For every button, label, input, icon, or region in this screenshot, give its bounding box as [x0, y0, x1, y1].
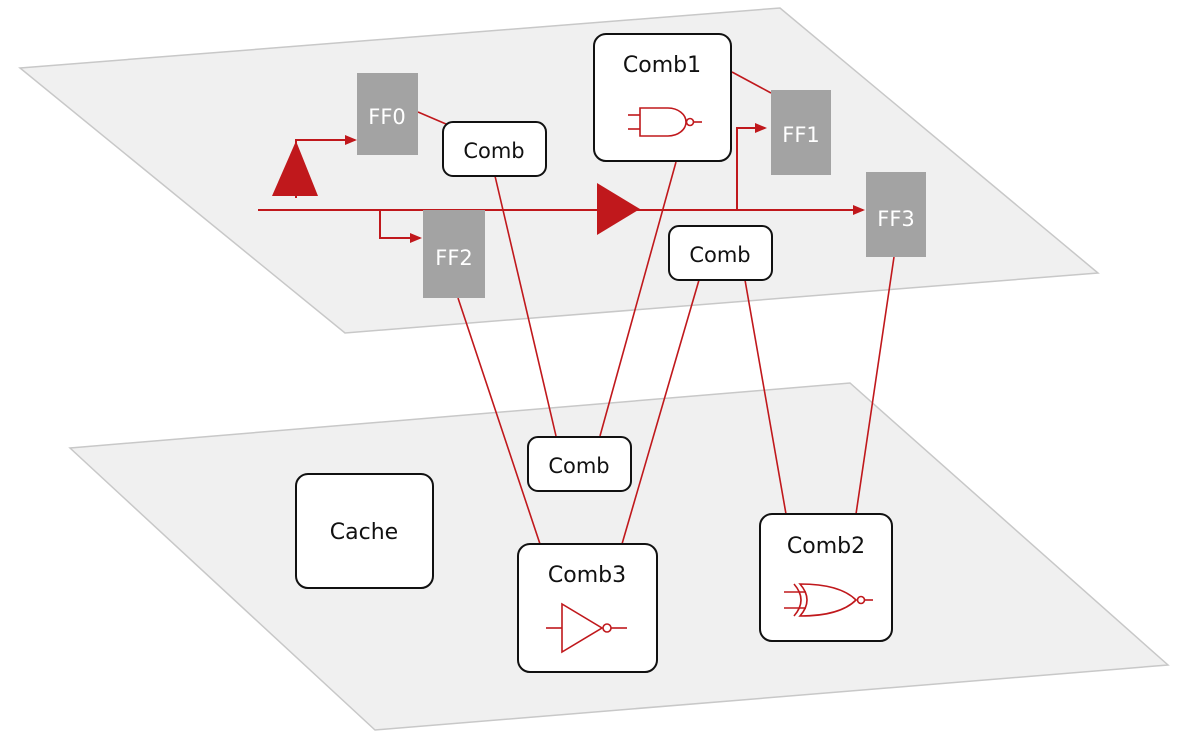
- clock-network: [258, 123, 865, 243]
- comb-label: Comb: [548, 454, 609, 478]
- flipflop-ff2: FF2: [423, 210, 485, 298]
- clock-buffer-icon: [597, 183, 640, 235]
- xnor-gate-icon: [784, 583, 873, 617]
- wire-comb-to-comb3: [621, 279, 700, 545]
- flipflop-label: FF0: [368, 105, 406, 129]
- comb-label: Comb: [463, 139, 524, 163]
- flipflop-label: FF1: [782, 123, 820, 147]
- flipflop-ff0: FF0: [357, 73, 418, 155]
- comb-block-top-left: Comb: [442, 121, 547, 177]
- nand-gate-icon: [628, 107, 702, 137]
- wire-ff3-to-comb2: [855, 256, 895, 515]
- wire-comb-to-bottom-comb: [494, 175, 557, 437]
- flipflop-label: FF3: [877, 207, 915, 231]
- cache-label: Cache: [330, 520, 398, 545]
- wire-comb-to-comb2: [744, 279, 787, 515]
- clock-branch-ff2: [379, 210, 422, 243]
- clock-branch-ff1: [736, 123, 767, 210]
- cache-block: Cache: [295, 473, 434, 589]
- wire-comb1-to-bottom-comb: [599, 161, 677, 437]
- comb-label: Comb: [689, 243, 750, 267]
- interconnect-wires: [417, 71, 895, 545]
- top-layer-plane: [18, 7, 1100, 334]
- comb-label: Comb3: [548, 563, 626, 588]
- clock-buffer-icon: [272, 141, 318, 196]
- comb-block-top-right: Comb: [668, 225, 773, 281]
- comb-block-comb3: Comb3: [517, 543, 658, 673]
- comb-label: Comb1: [623, 53, 701, 78]
- comb-label: Comb2: [787, 534, 865, 559]
- comb-block-comb2: Comb2: [759, 513, 893, 642]
- flipflop-ff3: FF3: [866, 172, 926, 257]
- not-gate-icon: [546, 602, 627, 654]
- flipflop-label: FF2: [435, 246, 473, 270]
- comb-block-comb1: Comb1: [593, 33, 732, 162]
- wire-ff2-to-comb3: [457, 297, 541, 545]
- comb-block-bottom: Comb: [527, 436, 632, 492]
- flipflop-ff1: FF1: [771, 90, 831, 175]
- wire-ff0-comb: [417, 111, 447, 125]
- wire-comb1-ff1: [731, 71, 772, 94]
